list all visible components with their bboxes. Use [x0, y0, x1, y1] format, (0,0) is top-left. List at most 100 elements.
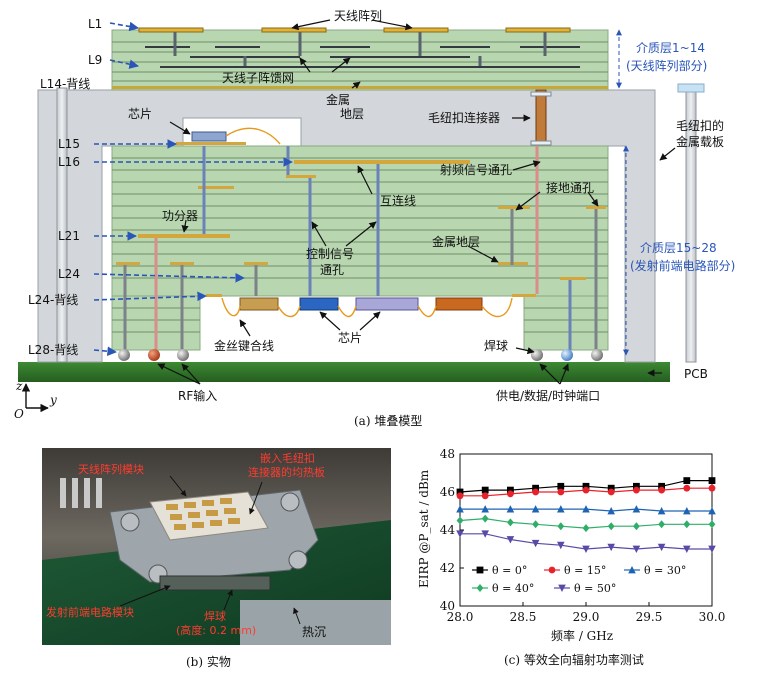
data-point: [582, 482, 590, 490]
label-power-port: 供电/数据/时钟端口: [496, 388, 600, 403]
label-antenna-array: 天线阵列: [334, 9, 382, 23]
data-point: [481, 530, 489, 538]
vias: [123, 146, 598, 350]
label-solder-ball: 焊球: [484, 338, 508, 353]
data-point: [456, 492, 464, 500]
label-dielectric-bottom-1: 介质层15~28: [640, 241, 717, 255]
data-point: [708, 484, 716, 492]
label-metal-line2: 地层: [340, 107, 364, 121]
photo-label-tx-module: 发射前端电路模块: [46, 605, 134, 619]
photo-label-heat-plate-1: 嵌入毛纽扣: [260, 451, 315, 465]
layer-arrows: [93, 21, 293, 356]
x-tick-label: 29.5: [636, 610, 663, 624]
label-dielectric-top-2: (天线阵列部分): [626, 58, 707, 73]
bottom-chips: [239, 297, 483, 311]
data-point: [708, 477, 716, 484]
caption-a: (a) 堆叠模型: [354, 414, 422, 428]
photo-panel: 天线阵列模块 嵌入毛纽扣 连接器的均热板 发射前端电路模块 焊球 (高度: 0.…: [42, 448, 391, 669]
data-point: [582, 545, 590, 553]
label-control-via-line2: 通孔: [320, 263, 344, 277]
data-point: [708, 545, 716, 553]
data-point: [456, 530, 464, 538]
antenna-vias: [173, 32, 547, 66]
data-point: [632, 505, 641, 513]
caption-c: (c) 等效全向辐射功率测试: [504, 652, 644, 667]
data-point: [557, 488, 565, 496]
legend-label: θ = 15°: [564, 564, 606, 577]
layer-l28-back: L28-背线: [28, 343, 78, 357]
layer-l9: L9: [88, 53, 102, 67]
photo-label-antenna: 天线阵列模块: [78, 462, 144, 476]
label-chip-bottom: 芯片: [338, 331, 362, 345]
data-point: [476, 584, 484, 592]
data-point: [582, 505, 590, 513]
feed-network: [145, 46, 580, 68]
carrier-pin-left: [56, 87, 68, 363]
data-point: [456, 516, 464, 525]
photo-label-heat-sink: 热沉: [302, 625, 326, 639]
label-dielectric-top-1: 介质层1~14: [636, 41, 705, 55]
data-point: [683, 507, 691, 515]
data-point: [633, 482, 640, 490]
layer-l15: L15: [58, 137, 80, 151]
data-point: [582, 524, 590, 533]
data-point: [607, 488, 615, 496]
data-point: [683, 477, 691, 484]
l15-trace: [176, 142, 246, 145]
data-point: [633, 522, 640, 531]
data-point: [607, 543, 615, 552]
label-interconnect: 互连线: [380, 193, 416, 208]
label-control-via-line1: 控制信号: [306, 247, 354, 261]
data-point: [708, 507, 716, 515]
data-point: [557, 505, 565, 513]
label-splitter: 功分器: [162, 209, 198, 223]
data-point: [481, 486, 489, 494]
axis-z-label: z: [15, 379, 23, 393]
label-wire-bond: 金丝键合线: [214, 338, 274, 353]
data-point: [657, 507, 666, 515]
bond-wire-top: [225, 127, 281, 145]
legend-label: θ = 40°: [492, 582, 534, 595]
data-point: [557, 541, 565, 550]
carrier-pin-right-cap: [677, 83, 705, 93]
label-metal-line1: 金属: [326, 92, 350, 107]
data-point: [548, 566, 556, 574]
antenna-dielectric: [111, 29, 609, 91]
data-point: [683, 484, 691, 492]
y-tick-label: 44: [440, 523, 456, 537]
axes-icon: [21, 383, 49, 413]
x-tick-label: 30.0: [699, 610, 726, 624]
frontend-leg-right: [523, 295, 609, 351]
data-point: [532, 484, 539, 492]
data-point: [558, 584, 566, 592]
photo-label-solder-1: 焊球: [204, 609, 226, 623]
axis-y-label: y: [49, 393, 57, 407]
data-point: [658, 486, 665, 494]
label-chip-top: 芯片: [128, 107, 152, 121]
layer-l24: L24: [58, 267, 80, 281]
label-carrier-line1: 毛纽扣的: [676, 118, 724, 133]
y-tick-label: 46: [440, 485, 455, 499]
chart-xlabel: 频率 / GHz: [551, 628, 613, 643]
legend-label: θ = 30°: [644, 564, 686, 577]
data-point: [507, 490, 514, 498]
legend-label: θ = 50°: [574, 582, 616, 595]
label-ground-via: 接地通孔: [546, 180, 594, 195]
solder-balls: [118, 349, 603, 361]
antenna-layer-lines: [112, 41, 608, 82]
label-subarray-feed: 天线子阵馈网: [222, 71, 294, 85]
tx-module-photo: [159, 575, 271, 591]
data-point: [481, 492, 489, 500]
button-connector-cap-top: [530, 91, 552, 97]
label-metal-ground: 金属地层: [432, 234, 480, 249]
data-point: [658, 520, 665, 529]
interconnect-trace: [294, 160, 470, 164]
axis-o-label: O: [14, 407, 24, 421]
button-connector-cap-bottom: [530, 140, 552, 146]
data-point: [658, 482, 665, 490]
data-point: [507, 486, 514, 494]
annotation-arrows: [157, 19, 676, 385]
data-point: [531, 539, 540, 548]
